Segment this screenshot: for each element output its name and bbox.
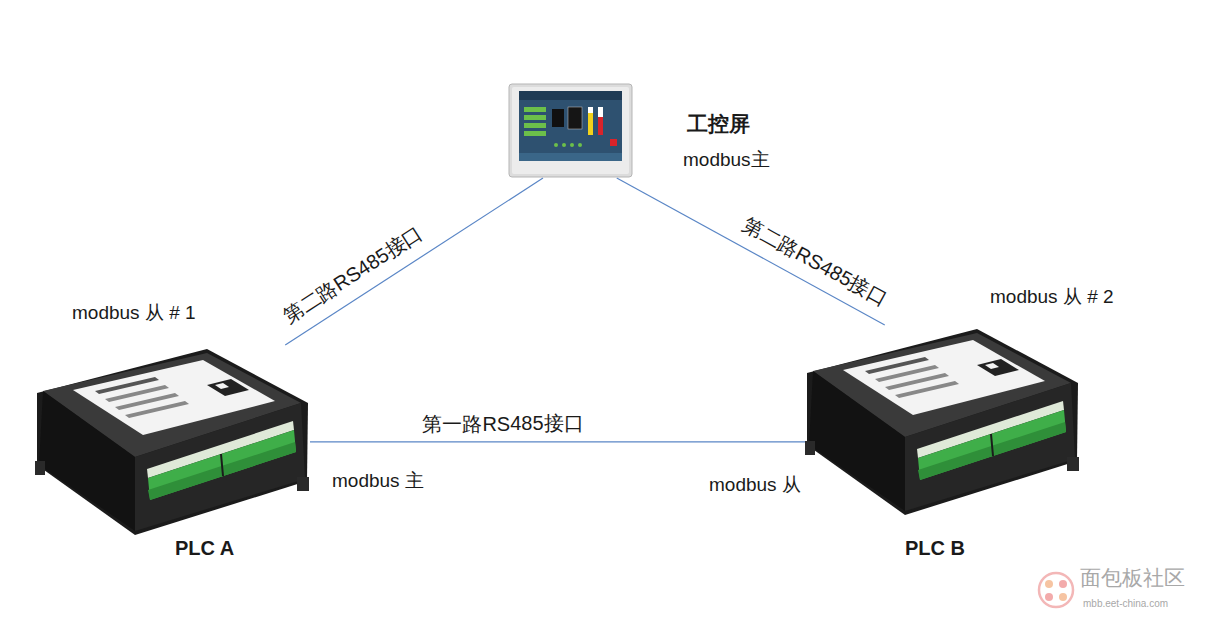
plc-terminal-block [148,442,296,500]
screen-led [570,143,574,147]
link-label: 第二路RS485接口 [279,221,427,328]
plc-side [809,371,905,511]
screen-gauge [598,107,603,135]
plc-terminal-block [918,410,1066,480]
link-label: 第二路RS485接口 [739,213,891,311]
logo-dot [1045,580,1053,588]
logo-dot [1059,593,1067,601]
plc-qr-code [215,383,229,389]
modbus-role: modbus 从 # 1 [72,302,196,324]
plc-terminal-divider [221,454,223,476]
screen-button [524,131,546,136]
device-name: PLC B [905,537,965,560]
rs485-link [310,441,805,442]
rs485-link [285,178,543,345]
plc-front [135,403,305,531]
screen-gauge [588,113,593,135]
screen-bezel [512,87,629,174]
plc-housing [807,329,1078,515]
plc-front [905,383,1075,511]
device-name: 工控屏 [687,112,750,136]
screen-button [524,123,546,128]
plc-terminal-block [918,422,1066,480]
modbus-role: modbus 从 # 2 [990,286,1114,308]
plc-label-line [895,381,959,398]
plc-din-tab [35,461,45,475]
link-label: 第一路RS485接口 [422,412,583,435]
role-label: modbus 从 [709,474,801,496]
device-name: PLC A [175,537,234,560]
watermark: mbb.eet-china.com [1083,598,1168,610]
plc-illustration [35,345,310,535]
plc-side [39,391,135,531]
screen-led [562,143,566,147]
screen-button [524,107,546,112]
logo-dot [1059,580,1067,588]
screen-button [610,139,617,146]
plc-din-tab [1067,457,1079,471]
plc-housing [37,349,308,535]
plc-terminal-block [148,430,296,500]
screen-led [554,143,558,147]
modbus-role: modbus主 [683,149,770,171]
plc-din-tab [297,477,309,491]
screen-gauge [588,107,593,135]
screen-menu [519,91,622,100]
plc-din-tab [805,441,815,455]
screen-bezel [509,84,632,177]
screen-icon [568,107,582,129]
screen-led [578,143,582,147]
watermark-logo [1039,573,1073,607]
logo-ring [1039,573,1073,607]
rs485-link [617,178,885,325]
screen-display [519,91,622,161]
plc-qr-code [977,359,1019,376]
logo-dot [1045,593,1053,601]
hmi-screen: 工控屏modbus主 [508,83,633,178]
role-label: modbus 主 [332,470,424,492]
screen-toolbar [519,153,622,161]
plc-terminal-divider [991,434,993,456]
screen-gauge [598,117,603,135]
plc-qr-code [985,363,999,369]
plc-unit: modbus 从 # 1PLC A [35,345,310,535]
plc-unit: modbus 从 # 2PLC B [805,325,1080,515]
plc-qr-code [207,379,249,396]
screen-button [524,115,546,120]
plc-label-line [125,401,189,418]
screen-icon [552,109,564,127]
plc-illustration [805,325,1080,515]
hmi-illustration [508,83,633,178]
watermark: 面包板社区 [1080,566,1185,590]
